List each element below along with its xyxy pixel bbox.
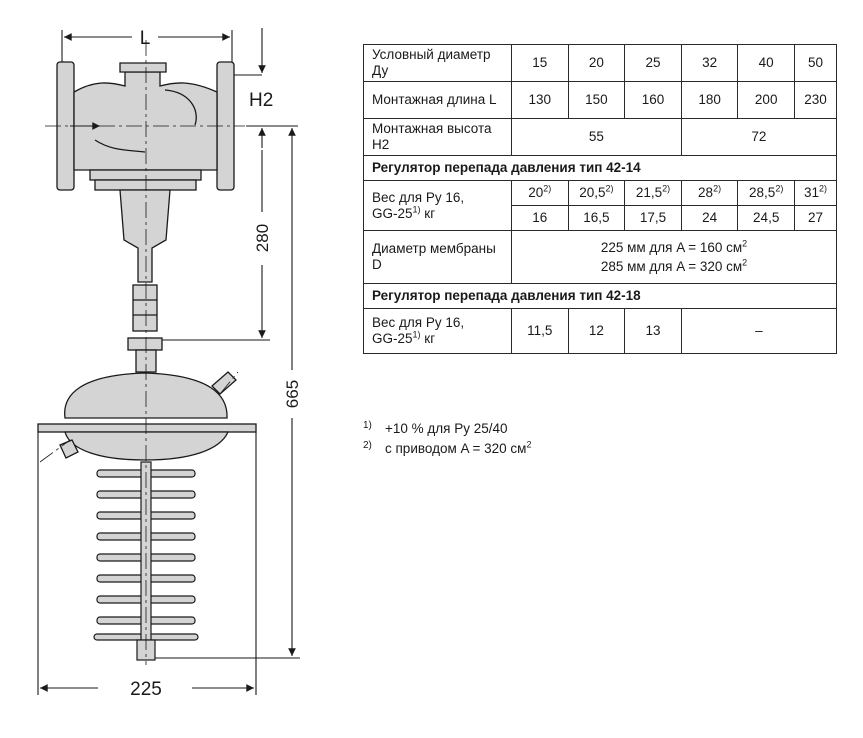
cell-dn: 50	[794, 44, 837, 82]
cell-L: 150	[567, 81, 626, 119]
cell-weight-b: 17,5	[624, 205, 682, 231]
cell-weight-b: 16	[511, 205, 569, 231]
cell-L: 160	[624, 81, 682, 119]
cell-membrane-diameter: 225 мм для A = 160 см2 285 мм для A = 32…	[511, 230, 837, 284]
label-weight-42-14: Вес для Ру 16, GG-251) кг	[363, 180, 512, 231]
footnote-1-text: +10 % для Ру 25/40	[385, 421, 508, 436]
dim-H2-label: H2	[249, 90, 273, 111]
label-length-L: Монтажная длина L	[363, 81, 512, 119]
section-title-42-18: Регулятор перепада давления тип 42-18	[363, 283, 837, 309]
cell-weight-a: 202)	[511, 180, 569, 206]
dim-L-label: L	[140, 28, 151, 49]
cell-weight-b: 24,5	[737, 205, 795, 231]
section-title-42-14: Регулятор перепада давления тип 42-14	[363, 155, 837, 181]
dimension-lines	[37, 28, 300, 695]
cell-dn: 40	[737, 44, 795, 82]
row-weight-42-14-a: Вес для Ру 16, GG-251) кг 202) 20,52) 21…	[363, 180, 837, 231]
cell-L: 230	[794, 81, 837, 119]
cell-L: 200	[737, 81, 795, 119]
cell-weight2: 12	[567, 308, 626, 354]
footnote-2: 2) с приводом A = 320 см2	[363, 439, 532, 461]
row-length-L: Монтажная длина L 130 150 160 180 200 23…	[363, 81, 837, 119]
cell-dn: 25	[624, 44, 682, 82]
footnote-1: 1) +10 % для Ру 25/40	[363, 420, 531, 441]
cell-weight-a: 21,52)	[624, 180, 682, 206]
cell-weight-a: 312)	[794, 180, 837, 206]
label-weight-42-18: Вес для Ру 16, GG-251) кг	[363, 308, 512, 354]
cell-L: 130	[511, 81, 569, 119]
label-height-H2: Монтажная высота H2	[363, 118, 512, 156]
cell-weight-b: 24	[680, 205, 739, 231]
cell-weight2-dash: –	[680, 308, 838, 354]
dim-225-label: 225	[130, 679, 162, 700]
cell-dn: 15	[511, 44, 569, 82]
footnote-2-sup: 2	[526, 439, 532, 450]
row-nominal-diameter: Условный диаметр Ду 15 20 25 32 40 50	[363, 44, 837, 82]
footnote-2-mark: 2)	[363, 440, 372, 451]
cell-dn: 20	[567, 44, 626, 82]
valve-drawing: L H2 280 665 225	[37, 28, 302, 700]
row-membrane-diameter: Диаметр мембраны D 225 мм для A = 160 см…	[363, 230, 837, 284]
row-weight-42-14-b: 16 16,5 17,5 24 24,5 27	[364, 205, 837, 231]
label-nominal-diameter: Условный диаметр Ду	[363, 44, 512, 82]
dim-665-label: 665	[283, 380, 302, 408]
footnotes: 1) +10 % для Ру 25/40 2) с приводом A = 32…	[363, 420, 532, 461]
row-height-H2: Монтажная высота H2 55 72	[363, 118, 838, 156]
cell-H2: 55	[511, 118, 682, 156]
spec-table: Условный диаметр Ду 15 20 25 32 40 50 Мо…	[363, 44, 838, 354]
footnote-1-mark: 1)	[363, 420, 372, 431]
valve-stem	[119, 189, 171, 373]
label-membrane-diameter: Диаметр мембраны D	[363, 230, 512, 284]
cell-weight2: 13	[624, 308, 682, 354]
actuator	[37, 371, 257, 461]
cell-weight-b: 27	[794, 205, 837, 231]
cell-weight-a: 28,52)	[737, 180, 795, 206]
cell-weight-a: 20,52)	[567, 180, 626, 206]
cell-H2: 72	[680, 118, 838, 156]
footnote-2-text: с приводом A = 320 см	[385, 441, 527, 456]
row-weight-42-18: Вес для Ру 16, GG-251) кг 11,5 12 13 –	[363, 308, 838, 354]
cell-dn: 32	[680, 44, 739, 82]
cell-L: 180	[680, 81, 739, 119]
cell-weight2: 11,5	[511, 308, 569, 354]
section-header-42-14: Регулятор перепада давления тип 42-14	[363, 155, 837, 181]
cell-weight-b: 16,5	[567, 205, 626, 231]
cell-weight-a: 282)	[680, 180, 739, 206]
section-header-42-18: Регулятор перепада давления тип 42-18	[363, 283, 837, 309]
dim-280-label: 280	[253, 224, 272, 252]
